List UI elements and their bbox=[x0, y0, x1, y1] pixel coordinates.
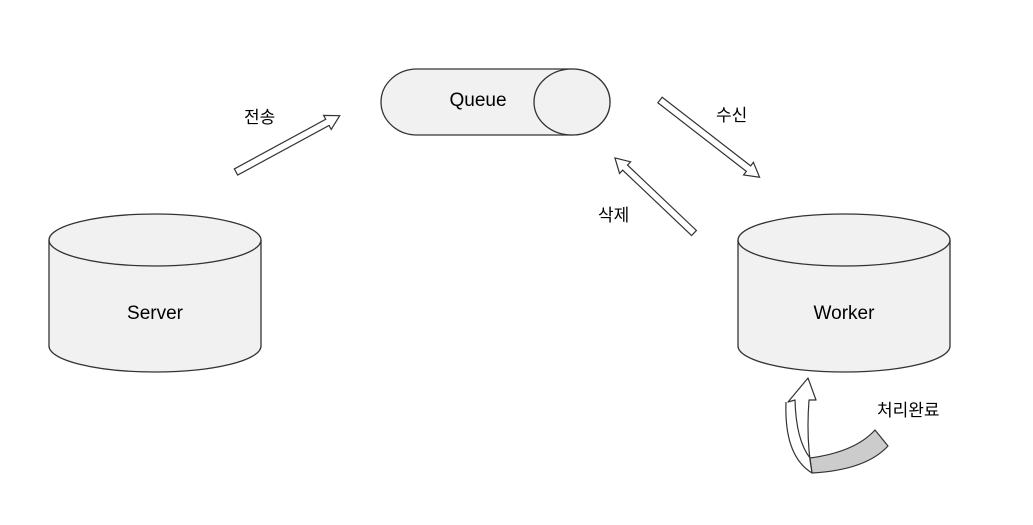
send-label: 전송 bbox=[244, 108, 275, 128]
delete-label: 삭제 bbox=[598, 206, 629, 226]
server-label: Server bbox=[127, 303, 184, 324]
server-node: Server bbox=[48, 213, 262, 373]
done-label: 처리완료 bbox=[877, 401, 940, 421]
worker-label: Worker bbox=[814, 303, 876, 324]
queue-end-cap bbox=[533, 68, 611, 136]
queue-label: Queue bbox=[449, 90, 506, 111]
worker-top bbox=[737, 213, 951, 267]
receive-arrow-shape bbox=[657, 96, 761, 178]
server-top bbox=[48, 213, 262, 267]
delete-arrow bbox=[614, 157, 698, 237]
receive-arrow bbox=[657, 96, 761, 178]
receive-label: 수신 bbox=[716, 106, 747, 126]
delete-arrow-shape bbox=[614, 157, 698, 237]
send-arrow bbox=[233, 114, 341, 176]
worker-body bbox=[737, 240, 951, 373]
send-arrow-shape bbox=[233, 114, 341, 176]
done-arrow-body bbox=[785, 377, 817, 474]
done-curved-arrow bbox=[785, 377, 889, 474]
server-body bbox=[48, 240, 262, 373]
queue-node: Queue bbox=[380, 68, 611, 136]
done-arrow-tail bbox=[809, 429, 889, 474]
worker-node: Worker bbox=[737, 213, 951, 373]
